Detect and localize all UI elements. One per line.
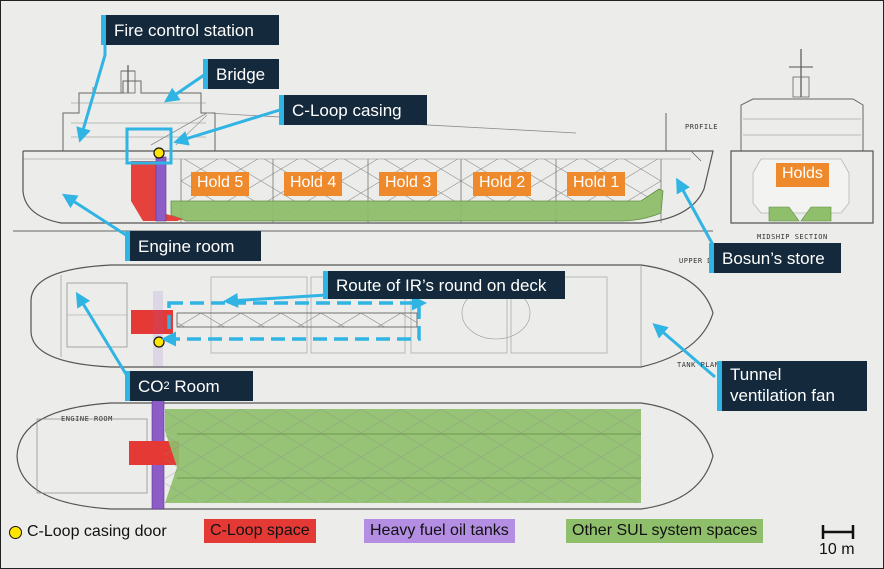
fire-control-station-callout: Fire control station bbox=[101, 15, 279, 45]
upper-deck-plan bbox=[30, 264, 714, 368]
midship-section-view bbox=[730, 49, 874, 224]
casing-door-legend-label: C-Loop casing door bbox=[27, 523, 167, 540]
bridge-callout: Bridge bbox=[203, 59, 279, 89]
profile-casing-door-marker bbox=[153, 147, 165, 159]
deck-c-loop-space bbox=[131, 310, 173, 334]
scale-bar-label: 10 m bbox=[819, 541, 855, 558]
ir-route-loop bbox=[167, 301, 421, 341]
tank-plan bbox=[16, 394, 714, 510]
holds-section-label: Holds bbox=[776, 163, 829, 187]
co2-room-label-prefix: CO bbox=[138, 376, 164, 396]
ir-round-route-callout: Route of IR’s round on deck bbox=[323, 271, 565, 299]
engine-room-drawing-label: ENGINE ROOM bbox=[61, 415, 113, 423]
profile-view bbox=[13, 65, 714, 232]
c-loop-casing-callout: C-Loop casing bbox=[279, 95, 427, 125]
upper-deck-label: UPPER DECK bbox=[679, 257, 727, 265]
profile-label: PROFILE bbox=[685, 123, 719, 131]
co2-room-label-suffix: Room bbox=[169, 376, 220, 396]
c-loop-space-legend: C-Loop space bbox=[204, 519, 316, 543]
midship-section-label: MIDSHIP SECTION bbox=[757, 233, 828, 241]
tank-plan-label: TANK PLAN bbox=[677, 361, 720, 369]
deck-casing-door-marker bbox=[153, 336, 165, 348]
hold-5-label: Hold 5 bbox=[191, 172, 250, 196]
hold-4-label: Hold 4 bbox=[284, 172, 343, 196]
c-loop-casing-highlight bbox=[125, 127, 173, 165]
profile-sul-space bbox=[170, 188, 664, 222]
scale-bar bbox=[821, 525, 855, 539]
engine-room-callout: Engine room bbox=[125, 231, 261, 261]
callout-leaders bbox=[61, 25, 716, 380]
hold-1-label: Hold 1 bbox=[567, 172, 626, 196]
heavy-fuel-oil-tanks-legend: Heavy fuel oil tanks bbox=[364, 519, 515, 543]
casing-door-legend-swatch bbox=[9, 526, 22, 539]
hold-2-label: Hold 2 bbox=[473, 172, 532, 196]
profile-c-loop-space bbox=[131, 161, 183, 221]
bosuns-store-callout: Bosun’s store bbox=[709, 243, 841, 273]
tunnel-ventilation-fan-callout: Tunnel ventilation fan bbox=[717, 361, 867, 411]
profile-hfo-tank bbox=[155, 156, 167, 222]
hold-3-label: Hold 3 bbox=[379, 172, 438, 196]
other-sul-spaces-legend: Other SUL system spaces bbox=[566, 519, 764, 543]
co2-room-subscript: 2 bbox=[163, 379, 170, 392]
